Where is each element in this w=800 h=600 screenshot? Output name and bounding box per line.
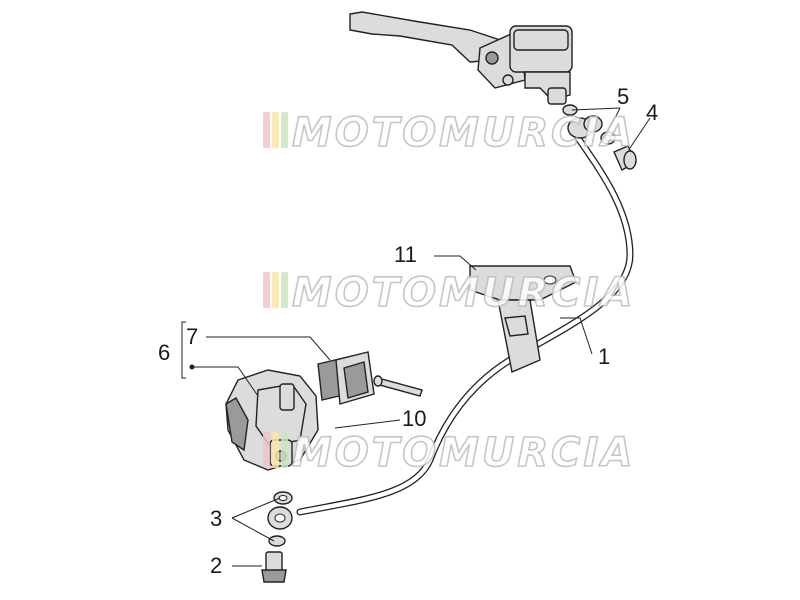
banjo-bolt-upper [613, 145, 637, 171]
hose-banjo-bottom [267, 491, 293, 547]
callout-7: 7 [186, 324, 198, 349]
brake-pads [317, 351, 375, 405]
watermark-stripe [272, 272, 279, 308]
master-cylinder-lever [349, 11, 573, 105]
watermark-stripe [281, 432, 288, 468]
watermark-text: MOTOMURCIA [292, 110, 635, 156]
hose-bracket [469, 265, 577, 373]
callout-2: 2 [210, 553, 222, 578]
hose-banjo-top [567, 115, 603, 139]
callout-6: 6 [158, 340, 170, 365]
banjo-bolt-lower [261, 551, 287, 583]
watermark-text: MOTOMURCIA [292, 430, 635, 476]
watermark-stripe [272, 112, 279, 148]
callout-labels: 1 2 3 4 5 6 7 10 11 [158, 84, 658, 578]
watermark-stripe [272, 432, 279, 468]
leader-lines [181, 107, 651, 567]
watermark-stripe [281, 112, 288, 148]
watermark-bottom: MOTOMURCIA [263, 429, 635, 477]
watermark-stripe [263, 112, 270, 148]
callout-1: 1 [598, 344, 610, 369]
callout-4: 4 [646, 100, 658, 125]
watermark-middle: MOTOMURCIA [263, 269, 635, 317]
watermark-text: MOTOMURCIA [292, 270, 635, 316]
callout-5: 5 [617, 84, 629, 109]
brake-caliper [225, 369, 319, 471]
callout-11: 11 [394, 242, 417, 267]
watermark-stripe [263, 272, 270, 308]
watermark-stripe [281, 272, 288, 308]
watermark-top: MOTOMURCIA [263, 109, 635, 157]
callout-3: 3 [210, 506, 222, 531]
callout-10: 10 [402, 406, 426, 431]
pad-pin [373, 375, 423, 397]
watermark-stripe [263, 432, 270, 468]
